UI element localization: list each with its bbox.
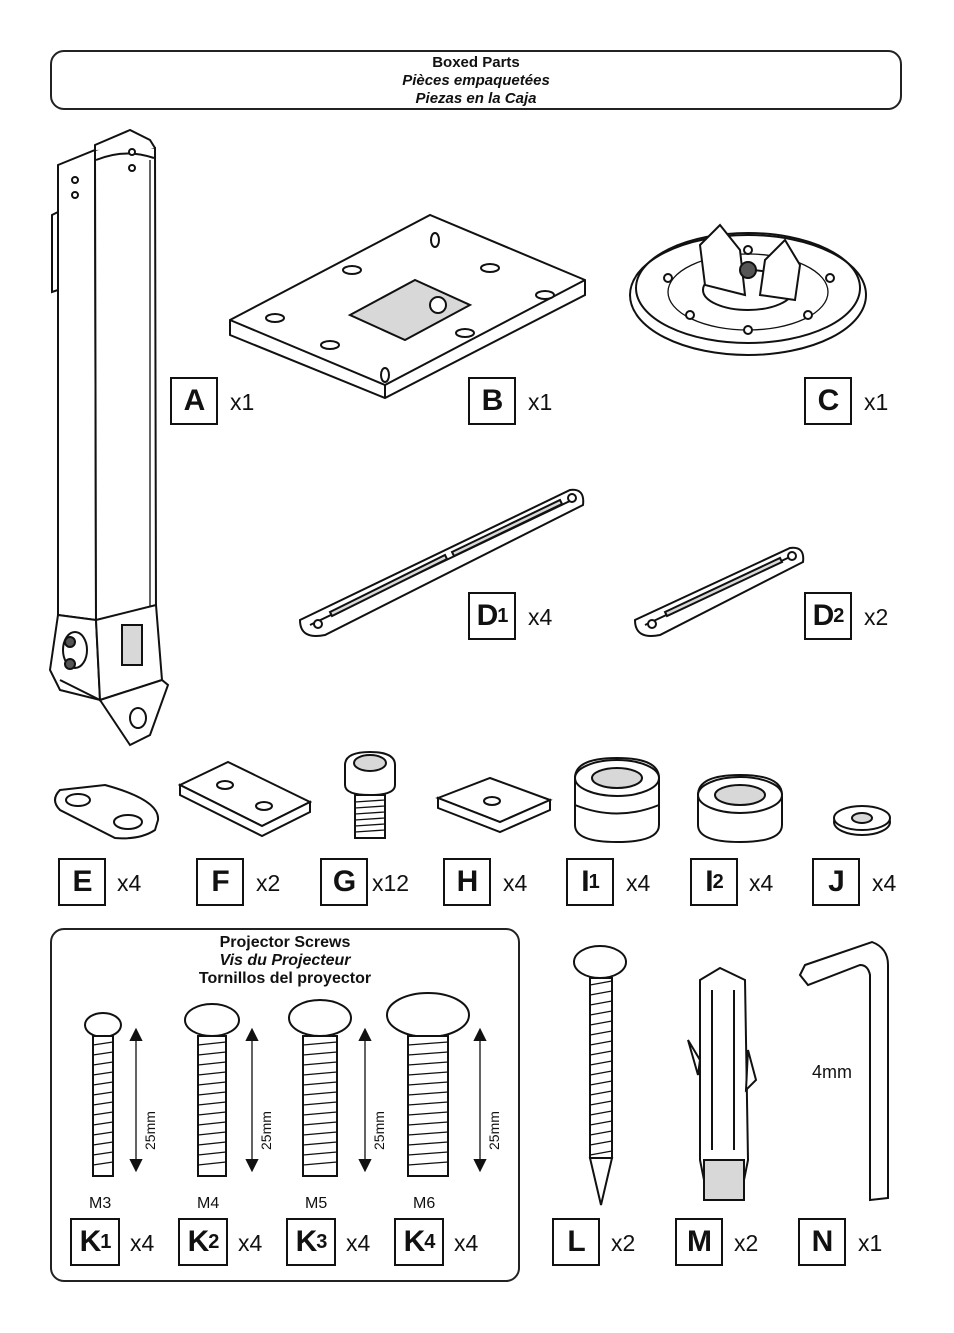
part-k3-drawing — [288, 999, 372, 1177]
part-f-drawing — [177, 760, 313, 838]
part-d1-qty: x4 — [528, 604, 553, 630]
part-k3-qty: x4 — [346, 1230, 371, 1256]
k2-length: 25mm — [258, 1111, 274, 1150]
part-k1-drawing — [84, 1012, 143, 1177]
part-d1-bar-drawing — [298, 488, 585, 637]
part-e-drawing — [54, 783, 160, 840]
part-m-drawing — [687, 966, 758, 1201]
part-e-label: E — [58, 858, 106, 906]
part-m-label: M — [675, 1218, 723, 1266]
part-c-qty: x1 — [864, 389, 889, 415]
boxed-parts-header: Boxed Parts Pièces empaquetées Piezas en… — [50, 50, 902, 110]
part-l-label: L — [552, 1218, 600, 1266]
part-n-size: 4mm — [812, 1062, 852, 1082]
part-g-drawing — [344, 750, 396, 839]
k1-size: M3 — [89, 1195, 112, 1212]
part-h-label: H — [443, 858, 491, 906]
k3-length: 25mm — [371, 1111, 387, 1150]
k1-length: 25mm — [142, 1111, 158, 1150]
k2-size: M4 — [197, 1195, 220, 1212]
part-f-qty: x2 — [256, 870, 281, 896]
part-c-label: C — [804, 377, 852, 425]
part-i1-drawing — [574, 756, 660, 844]
part-j-drawing — [833, 805, 891, 836]
part-n-drawing — [798, 940, 889, 1202]
part-n-label: N — [798, 1218, 846, 1266]
header-title-es: Piezas en la Caja — [415, 90, 537, 107]
part-i2-qty: x4 — [749, 870, 774, 896]
projector-screws-title-fr: Vis du Projecteur — [219, 952, 351, 969]
part-b-qty: x1 — [528, 389, 553, 415]
part-c-swivel-drawing — [629, 223, 867, 356]
k4-size: M6 — [413, 1195, 436, 1212]
part-n-qty: x1 — [858, 1230, 883, 1256]
part-k2-qty: x4 — [238, 1230, 263, 1256]
part-d2-bar-drawing — [633, 546, 805, 637]
k3-size: M5 — [305, 1195, 328, 1212]
header-title-fr: Pièces empaquetées — [402, 72, 550, 89]
part-l-qty: x2 — [611, 1230, 636, 1256]
part-g-qty: x12 — [372, 870, 410, 896]
part-h-qty: x4 — [503, 870, 528, 896]
part-k4-qty: x4 — [454, 1230, 479, 1256]
part-k1-qty: x4 — [130, 1230, 155, 1256]
part-d2-qty: x2 — [864, 604, 889, 630]
header-title-en: Boxed Parts — [432, 54, 520, 71]
projector-screws-title: Projector Screws Vis du Projecteur Torni… — [50, 934, 520, 988]
part-j-label: J — [812, 858, 860, 906]
part-f-label: F — [196, 858, 244, 906]
part-l-drawing — [573, 945, 627, 1206]
part-b-label: B — [468, 377, 516, 425]
part-g-label: G — [320, 858, 368, 906]
part-a-label: A — [170, 377, 218, 425]
projector-screws-title-en: Projector Screws — [219, 934, 351, 951]
part-k4-drawing — [386, 992, 487, 1177]
part-i1-qty: x4 — [626, 870, 651, 896]
part-m-qty: x2 — [734, 1230, 759, 1256]
k4-length: 25mm — [486, 1111, 502, 1150]
projector-screws-box — [50, 928, 520, 1282]
part-k2-drawing — [184, 1003, 259, 1177]
part-i2-drawing — [697, 773, 783, 844]
part-a-qty: x1 — [230, 389, 255, 415]
part-a-pole-drawing — [48, 128, 170, 747]
part-h-drawing — [435, 776, 553, 834]
part-j-qty: x4 — [872, 870, 897, 896]
part-e-qty: x4 — [117, 870, 142, 896]
part-b-plate-drawing — [229, 213, 586, 400]
projector-screws-title-es: Tornillos del proyector — [198, 970, 372, 987]
